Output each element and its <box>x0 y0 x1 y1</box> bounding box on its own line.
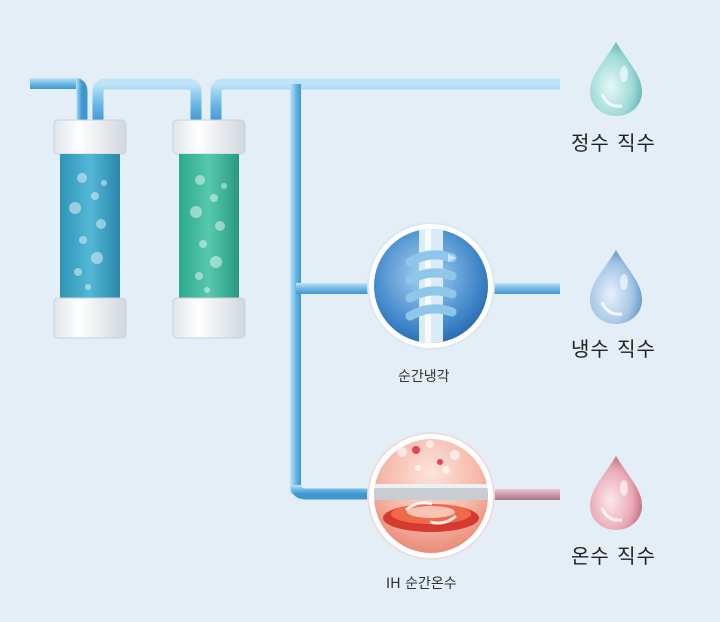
branch-pipe <box>290 84 301 494</box>
hot-outlet-pipe <box>486 489 560 500</box>
filter-cartridge-2 <box>172 119 246 339</box>
cold-outlet-pipe <box>486 283 560 294</box>
purified-water-drop-icon <box>590 42 642 116</box>
cold-water-label: 냉수 직수 <box>571 337 656 361</box>
instant-cooling-label: 순간냉각 <box>398 369 450 385</box>
ih-instant-heating-illustration <box>367 432 495 560</box>
hot-water-drop-icon <box>590 456 642 530</box>
purified-water-label: 정수 직수 <box>571 131 656 155</box>
cold-water-drop-icon <box>590 250 642 324</box>
inlet-pipe <box>30 78 82 89</box>
ih-instant-heating-label: IH 순간온수 <box>386 576 457 592</box>
pipes <box>30 78 560 500</box>
pipe-filter1-to-filter2 <box>92 78 202 122</box>
pipe-filter2-outlet <box>210 78 560 122</box>
heat-swirl-icon <box>405 501 457 525</box>
pipe-to-filter-1 <box>75 78 88 122</box>
cold-branch-pipe <box>296 283 376 294</box>
hot-branch-pipe <box>290 484 376 500</box>
filter-cartridge-1 <box>53 119 127 339</box>
instant-cooling-illustration <box>367 222 495 350</box>
hot-water-label: 온수 직수 <box>571 544 656 568</box>
